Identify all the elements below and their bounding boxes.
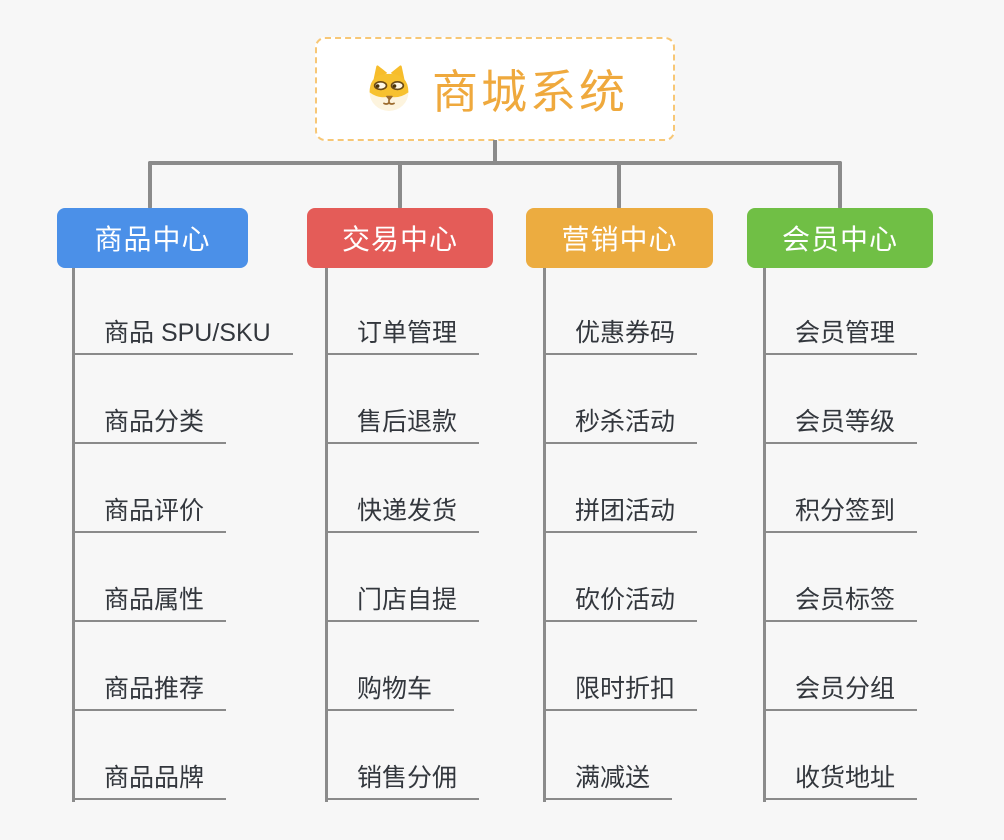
branch-node-member-center[interactable]: 会员中心 [747,208,933,268]
leaf-node[interactable]: 商品 SPU/SKU [74,317,293,355]
leaf-node[interactable]: 收货地址 [765,762,918,800]
leaf-node[interactable]: 会员等级 [765,406,918,444]
leaf-node[interactable]: 销售分佣 [327,762,480,800]
leaf-node[interactable]: 购物车 [327,673,455,711]
root-node-label: 商城系统 [432,66,628,118]
branch-children-marketing-center: 优惠券码 秒杀活动 拼团活动 砍价活动 限时折扣 满减送 [543,268,766,802]
leaf-node[interactable]: 秒杀活动 [545,406,698,444]
branch-children-trade-center: 订单管理 售后退款 快递发货 门店自提 购物车 销售分佣 [325,268,548,802]
dog-face-icon [362,62,416,116]
leaf-node[interactable]: 会员标签 [765,584,918,622]
leaf-node[interactable]: 会员分组 [765,673,918,711]
connector-bus [148,161,842,165]
branch-node-product-center[interactable]: 商品中心 [57,208,248,268]
branch-label: 会员中心 [781,224,898,255]
branch-label: 商品中心 [94,224,211,255]
connector-root-stem [493,140,497,164]
root-node[interactable]: 商城系统 [315,37,675,141]
leaf-node[interactable]: 商品评价 [74,495,227,533]
leaf-node[interactable]: 商品分类 [74,406,227,444]
leaf-node[interactable]: 满减送 [545,762,673,800]
branch-node-trade-center[interactable]: 交易中心 [307,208,493,268]
leaf-node[interactable]: 限时折扣 [545,673,698,711]
leaf-node[interactable]: 优惠券码 [545,317,698,355]
branch-node-marketing-center[interactable]: 营销中心 [526,208,713,268]
leaf-node[interactable]: 门店自提 [327,584,480,622]
branch-label: 营销中心 [561,224,678,255]
leaf-node[interactable]: 快递发货 [327,495,480,533]
leaf-node[interactable]: 售后退款 [327,406,480,444]
connector-drop-product [148,161,152,209]
leaf-node[interactable]: 积分签到 [765,495,918,533]
connector-drop-marketing [617,161,621,209]
leaf-node[interactable]: 商品属性 [74,584,227,622]
connector-drop-member [838,161,842,209]
leaf-node[interactable]: 会员管理 [765,317,918,355]
branch-children-product-center: 商品 SPU/SKU 商品分类 商品评价 商品属性 商品推荐 商品品牌 [72,268,295,802]
branch-label: 交易中心 [341,224,458,255]
leaf-node[interactable]: 商品品牌 [74,762,227,800]
leaf-node[interactable]: 砍价活动 [545,584,698,622]
leaf-node[interactable]: 拼团活动 [545,495,698,533]
connector-drop-trade [398,161,402,209]
leaf-node[interactable]: 商品推荐 [74,673,227,711]
leaf-node[interactable]: 订单管理 [327,317,480,355]
branch-children-member-center: 会员管理 会员等级 积分签到 会员标签 会员分组 收货地址 [763,268,986,802]
